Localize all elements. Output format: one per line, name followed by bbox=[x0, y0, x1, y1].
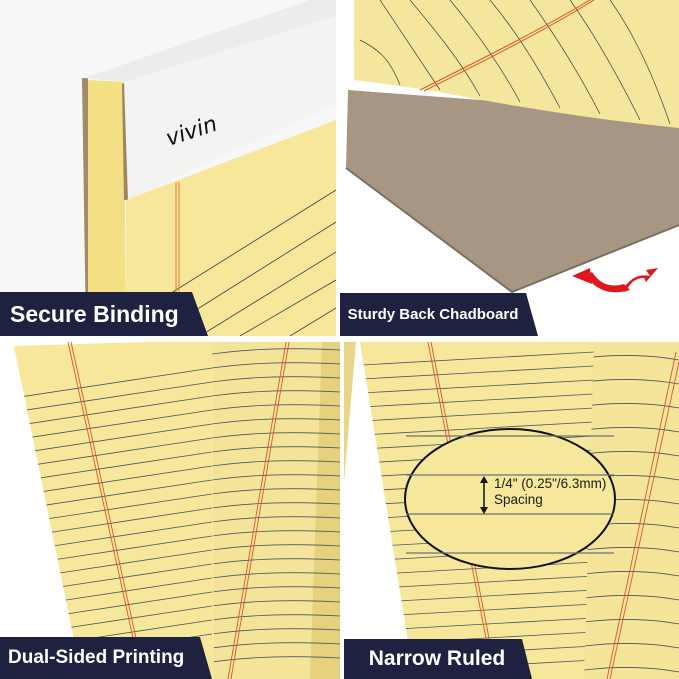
label-text: Narrow Ruled bbox=[368, 647, 506, 670]
panel-narrow-ruled: 1/4" (0.25"/6.3mm) Spacing Narrow Ruled bbox=[344, 342, 679, 679]
narrow-ruled-illustration bbox=[344, 342, 679, 679]
panel-dual-sided: Dual-Sided Printing bbox=[0, 342, 340, 679]
spacing-callout bbox=[404, 428, 616, 570]
label-dual-sided: Dual-Sided Printing bbox=[0, 637, 212, 679]
callout-line2: Spacing bbox=[494, 492, 543, 507]
binding-illustration: vivin bbox=[82, 0, 336, 336]
double-arrow-icon bbox=[480, 476, 488, 514]
panel-sturdy-back: Sturdy Back Chadboard bbox=[340, 0, 679, 336]
chipboard-illustration bbox=[345, 0, 679, 294]
callout-text: 1/4" (0.25"/6.3mm) Spacing bbox=[494, 476, 606, 508]
label-sturdy-back: Sturdy Back Chadboard bbox=[340, 293, 538, 336]
label-narrow-ruled: Narrow Ruled bbox=[344, 639, 532, 679]
panel-secure-binding: vivin Secure Binding bbox=[0, 0, 336, 336]
label-text: Sturdy Back Chadboard bbox=[347, 306, 519, 323]
label-text: Secure Binding bbox=[10, 300, 179, 327]
callout-line1: 1/4" (0.25"/6.3mm) bbox=[494, 476, 607, 491]
curved-arrow-icon bbox=[572, 268, 658, 293]
dual-sided-illustration bbox=[14, 342, 340, 679]
label-text: Dual-Sided Printing bbox=[8, 647, 185, 668]
label-secure-binding: Secure Binding bbox=[0, 292, 208, 336]
